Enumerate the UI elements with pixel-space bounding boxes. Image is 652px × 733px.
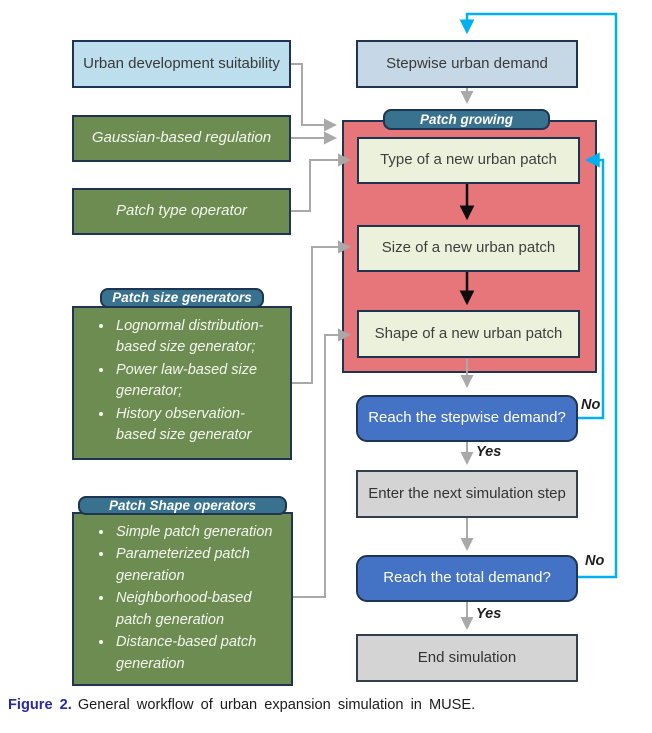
figure-caption-text: General workflow of urban expansion simu…: [77, 697, 476, 713]
box-end-simulation: End simulation: [356, 634, 578, 682]
list-item: Distance-based patch generation: [114, 632, 285, 675]
pill-patch-size-generators: Patch size generators: [100, 288, 264, 308]
connector-patchtype-to-typebox: [291, 153, 351, 212]
connector-sizegen-to-sizebox: [292, 240, 351, 384]
label-yes-stepwise: Yes: [476, 444, 502, 460]
list-item: Neighborhood-based patch generation: [114, 588, 285, 631]
box-stepwise-urban-demand: Stepwise urban demand: [356, 40, 578, 88]
box-gaussian-regulation: Gaussian-based regulation: [72, 115, 291, 162]
box-type-of-new-patch: Type of a new urban patch: [357, 137, 580, 184]
label-no-total: No: [585, 553, 605, 569]
list-item: History observation-based size generator: [114, 404, 284, 447]
list-item: Power law-based size generator;: [114, 360, 284, 403]
loop-no-stepwise-to-typebox: [578, 152, 605, 420]
box-label: Type of a new urban patch: [380, 151, 557, 169]
box-size-of-new-patch: Size of a new urban patch: [357, 225, 580, 272]
list-item: Lognormal distribution-based size genera…: [114, 316, 284, 359]
pill-patch-shape-operators: Patch Shape operators: [78, 496, 287, 515]
decision-reach-total-demand: Reach the total demand?: [356, 555, 578, 602]
pill-patch-growing: Patch growing: [383, 109, 550, 130]
figure-caption: Figure 2. General workflow of urban expan…: [8, 697, 640, 713]
box-label: Urban development suitability: [83, 54, 280, 72]
box-label: End simulation: [417, 648, 517, 666]
box-shape-of-new-patch: Shape of a new urban patch: [357, 310, 580, 358]
pill-label: Patch growing: [419, 111, 513, 127]
loop-no-total-to-stepwise-demand: [459, 12, 618, 579]
figure-caption-label: Figure 2.: [8, 697, 72, 713]
box-patch-size-generators: Lognormal distribution-based size genera…: [72, 306, 292, 460]
box-urban-development-suitability: Urban development suitability: [72, 40, 291, 88]
connector-shapeop-to-shapebox: [293, 328, 351, 598]
box-label: Patch type operator: [116, 202, 247, 220]
box-label: Stepwise urban demand: [386, 54, 548, 72]
pill-label: Patch Shape operators: [108, 497, 257, 513]
pill-label: Patch size generators: [112, 290, 252, 306]
decision-reach-stepwise-demand: Reach the stepwise demand?: [356, 395, 578, 442]
connector-suitability-to-frame: [291, 63, 337, 132]
shape-operator-list: Simple patch generation Parameterized pa…: [74, 522, 291, 675]
label-yes-total: Yes: [476, 606, 502, 622]
box-label: Shape of a new urban patch: [374, 324, 563, 342]
box-patch-shape-operators: Simple patch generation Parameterized pa…: [72, 512, 293, 686]
box-label: Gaussian-based regulation: [91, 129, 272, 147]
box-label: Enter the next simulation step: [368, 484, 566, 502]
list-item: Parameterized patch generation: [114, 544, 285, 587]
label-no-stepwise: No: [581, 397, 601, 413]
box-label: Size of a new urban patch: [381, 239, 556, 257]
list-item: Simple patch generation: [114, 522, 285, 543]
box-patch-type-operator: Patch type operator: [72, 188, 291, 235]
box-label: Reach the total demand?: [383, 569, 551, 587]
box-enter-next-simulation-step: Enter the next simulation step: [356, 470, 578, 518]
size-generator-list: Lognormal distribution-based size genera…: [74, 316, 290, 447]
box-label: Reach the stepwise demand?: [368, 409, 566, 427]
